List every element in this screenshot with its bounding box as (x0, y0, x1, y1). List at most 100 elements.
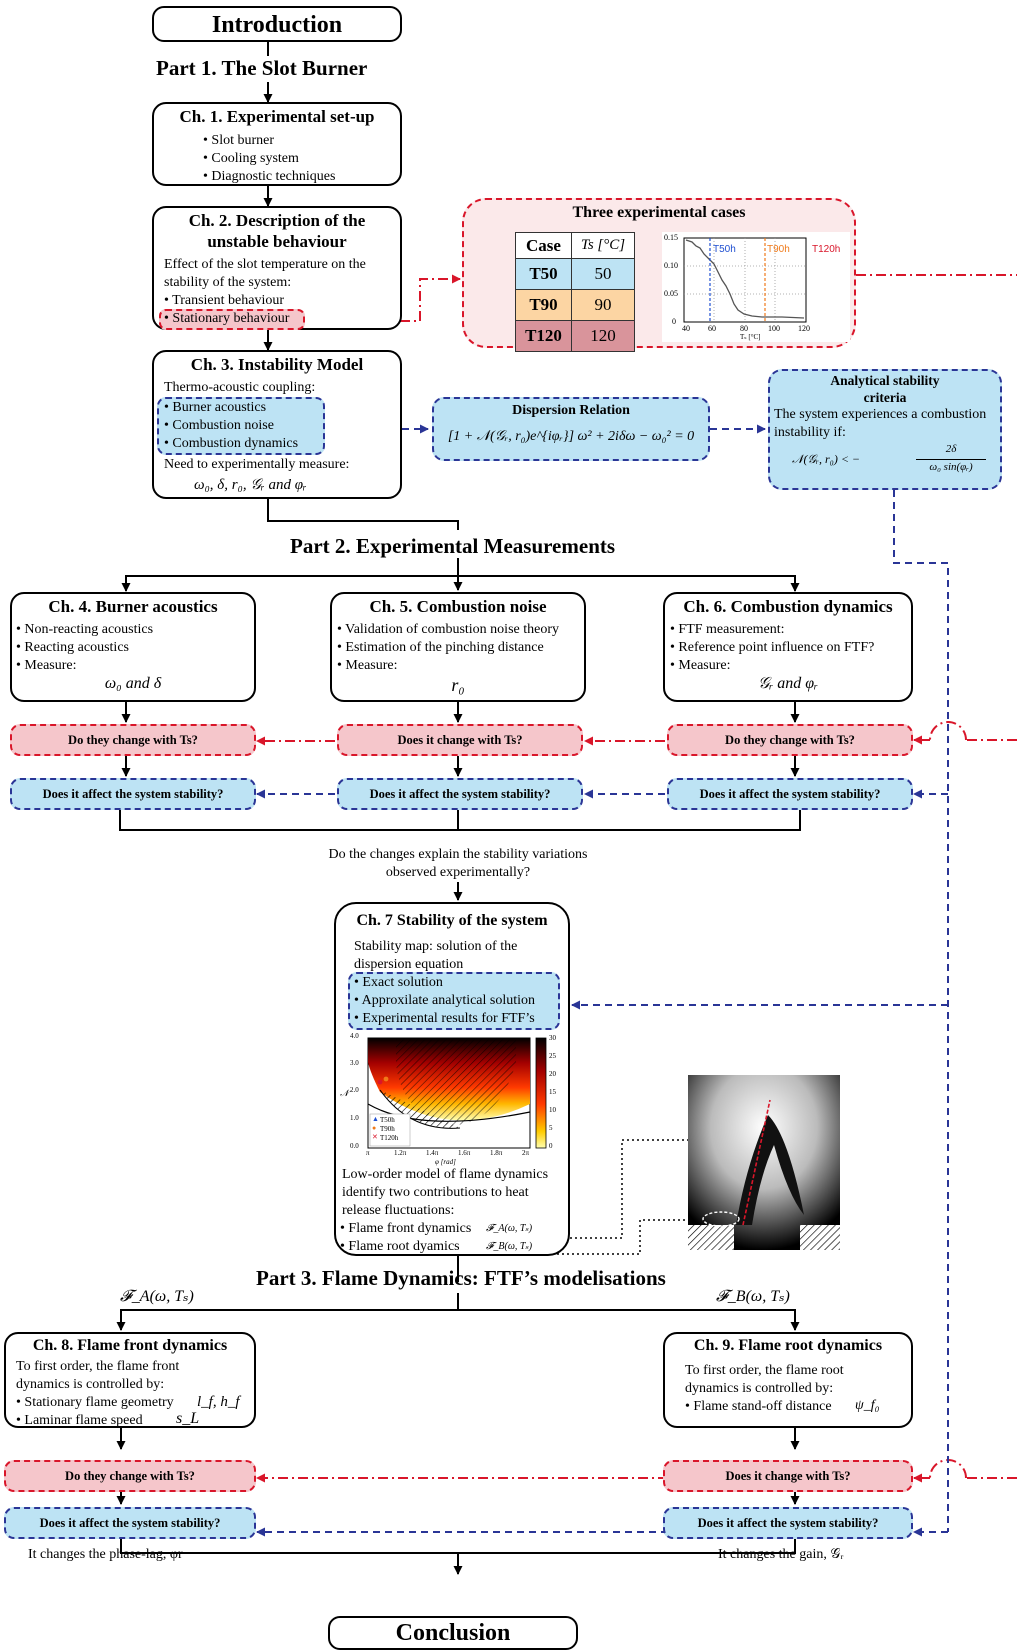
ch2-text: Effect of the slot temperature on the (164, 257, 366, 272)
ch3-item: • Burner acoustics (164, 400, 267, 415)
ch6-change-question: Do they change with Ts? (667, 724, 913, 756)
ch6-item: • FTF measurement: (670, 622, 785, 637)
case-t120-ts: 120 (571, 320, 635, 352)
map-ctick: 0 (549, 1142, 553, 1150)
map-ytick: 2.0 (350, 1086, 359, 1094)
analytical-box: Analytical stability criteria The system… (768, 369, 1002, 490)
fa-label: 𝓕_A(ω, Tₛ) (120, 1288, 194, 1305)
fraction-bar (916, 459, 986, 460)
ch7-text: release fluctuations: (342, 1203, 455, 1218)
ch4-box: Ch. 4. Burner acoustics • Non-reacting a… (10, 592, 256, 702)
map-xtick: π (366, 1149, 370, 1157)
stability-map: 4.0 3.0 2.0 1.0 0.0 𝒩 π 1.2π 1.4π 1.6π 1… (340, 1032, 565, 1167)
ch1-item: • Cooling system (203, 151, 299, 166)
ch1-title: Ch. 1. Experimental set-up (179, 107, 375, 126)
ch7-item: • Experimental results for FTF’s (354, 1011, 535, 1026)
ch7-front-math: 𝓕_A(ω, Tₛ) (486, 1223, 533, 1234)
ch9-change-question: Does it change with Ts? (663, 1460, 913, 1492)
explain-question: observed experimentally? (385, 865, 531, 880)
ch9-title: Ch. 9. Flame root dynamics (693, 1337, 883, 1354)
ch7-text: identify two contributions to heat (342, 1185, 529, 1200)
map-ctick: 5 (549, 1124, 553, 1132)
plot-label-t50h: T50h (713, 244, 736, 255)
ch2-title: unstable behaviour (207, 232, 347, 251)
ch7-item: • Exact solution (354, 975, 443, 990)
dispersion-equation: [1 + 𝒩(𝒢ᵣ, r₀)e^{iφᵣ}] ω² + 2iδω − ω₀² =… (447, 429, 695, 444)
ch9-box: Ch. 9. Flame root dynamics To first orde… (663, 1332, 913, 1428)
ch4-affect-question: Does it affect the system stability? (10, 778, 256, 810)
introduction-title: Introduction (211, 12, 343, 38)
cases-header-case: Case (515, 232, 572, 259)
plot-ytick: 0 (672, 317, 676, 326)
ch5-affect-question: Does it affect the system stability? (337, 778, 583, 810)
map-ylabel: 𝒩 (340, 1088, 349, 1098)
explain-question: Do the changes explain the stability var… (328, 847, 588, 862)
plot-ytick: 0.15 (664, 233, 678, 242)
conclusion-title: Conclusion (395, 1620, 511, 1646)
analytical-text: The system experiences a combustion (774, 407, 987, 422)
ch9-outcome: It changes the gain, 𝒢ᵣ (718, 1547, 844, 1562)
plot-ytick: 0.10 (664, 261, 678, 270)
ch5-item: • Measure: (337, 658, 398, 673)
conclusion-box: Conclusion (328, 1616, 578, 1650)
ch3-text: Need to experimentally measure: (164, 457, 350, 472)
ch1-box: Ch. 1. Experimental set-up • Slot burner… (152, 102, 402, 186)
ch7-text: Low-order model of flame dynamics (342, 1167, 549, 1182)
map-legend-marker: ✕ (372, 1133, 378, 1141)
ch5-item: • Validation of combustion noise theory (337, 622, 560, 637)
ch7-item: • Approxilate analytical solution (354, 993, 536, 1008)
ch3-coupling-highlight (157, 397, 325, 455)
analytical-eq-num: 2δ (945, 443, 957, 455)
ch2-text: stability of the system: (164, 275, 292, 290)
map-xtick: 1.2π (394, 1149, 407, 1157)
map-ctick: 25 (549, 1052, 556, 1060)
ch2-box: Ch. 2. Description of the unstable behav… (152, 206, 402, 330)
map-xtick: 1.6π (458, 1149, 471, 1157)
ch7-front-item: • Flame front dynamics (340, 1221, 472, 1236)
ch3-item: • Combustion dynamics (164, 436, 299, 451)
map-ytick: 4.0 (350, 1032, 359, 1040)
part3-title: Part 3. Flame Dynamics: FTF’s modelisati… (256, 1266, 666, 1290)
dispersion-box: Dispersion Relation [1 + 𝒩(𝒢ᵣ, r₀)e^{iφᵣ… (432, 397, 710, 461)
ch8-text: • Stationary flame geometry (16, 1395, 174, 1410)
analytical-text: instability if: (774, 425, 846, 440)
ch7-text: Stability map: solution of the (354, 939, 518, 954)
ch9-text: To first order, the flame root (685, 1363, 844, 1378)
map-ctick: 20 (549, 1070, 556, 1078)
ch8-geometry-math: l_f, h_f (197, 1394, 240, 1410)
analytical-eq-den: ω₀ sin(φᵣ) (929, 461, 973, 473)
map-legend-marker: ▲ (372, 1115, 379, 1123)
map-ctick: 10 (549, 1106, 556, 1114)
ch6-title: Ch. 6. Combustion dynamics (683, 597, 893, 616)
ch6-measure: 𝒢ᵣ and φᵣ (757, 675, 819, 692)
case-t120: T120 (515, 320, 572, 352)
ch2-text: • Stationary behaviour (164, 311, 290, 326)
ch8-text: dynamics is controlled by: (16, 1377, 165, 1392)
plot-xtick: 80 (740, 324, 748, 333)
map-xtick: 2π (522, 1149, 530, 1157)
map-ytick: 3.0 (350, 1059, 359, 1067)
ch9-standoff-math: ψ_f₀ (855, 1398, 880, 1413)
ch3-measure: ω₀, δ, r₀, 𝒢ᵣ and φᵣ (194, 477, 307, 493)
ch1-item: • Diagnostic techniques (203, 169, 336, 184)
ch7-root-math: 𝓕_B(ω, Tₛ) (486, 1241, 533, 1252)
map-ytick: 0.0 (350, 1142, 359, 1150)
ch8-title: Ch. 8. Flame front dynamics (32, 1337, 228, 1354)
ch9-text: dynamics is controlled by: (685, 1381, 834, 1396)
ch5-title: Ch. 5. Combustion noise (369, 597, 547, 616)
case-t90-ts: 90 (571, 289, 635, 321)
map-xlabel: φ [rad] (435, 1158, 456, 1166)
ch5-measure: r₀ (451, 675, 465, 695)
map-legend-t50h: T50h (380, 1116, 395, 1124)
ch7-solutions-highlight (348, 972, 560, 1030)
ch3-text: Thermo-acoustic coupling: (164, 380, 316, 395)
plot-label-t120h: T120h (812, 244, 841, 255)
ch4-title: Ch. 4. Burner acoustics (48, 597, 218, 616)
stability-map-svg (367, 1037, 547, 1149)
map-xtick: 1.4π (426, 1149, 439, 1157)
introduction-box: Introduction (152, 6, 402, 42)
plot-xlabel: Tₛ [°C] (740, 333, 761, 341)
map-legend-marker: ● (372, 1124, 377, 1132)
ch2-title: Ch. 2. Description of the (188, 211, 366, 230)
